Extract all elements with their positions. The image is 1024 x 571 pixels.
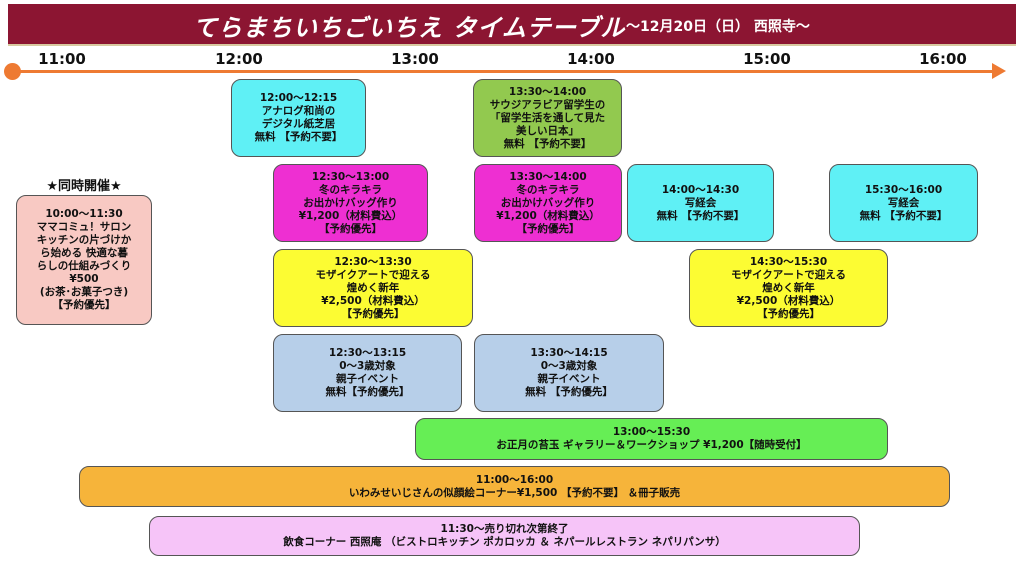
- event-line: 写経会: [684, 196, 717, 209]
- event-card-parent-child-1330: 13:30〜14:15 0〜3歳対象 親子イベント 無料 【予約優先】: [474, 334, 664, 412]
- event-price: ¥500: [69, 273, 99, 285]
- event-card-digital-kamishibai: 12:00〜12:15 アナログ和尚の デジタル紙芝居 無料 【予約不要】: [231, 79, 366, 157]
- event-line: モザイクアートで迎える: [731, 268, 846, 281]
- event-time: 12:30〜13:30: [334, 255, 412, 268]
- event-time: 10:00〜11:30: [45, 208, 123, 220]
- event-line: 煌めく新年: [762, 281, 815, 294]
- header-banner: てらまちいちごいちえ タイムテーブル 〜12月20日（日） 西照寺〜: [8, 4, 1016, 46]
- event-reservation: 無料 【予約不要】: [254, 131, 343, 143]
- time-tick-1500: 15:00: [743, 50, 791, 68]
- event-line: アナログ和尚の: [261, 105, 336, 117]
- time-tick-1300: 13:00: [391, 50, 439, 68]
- event-line: 冬のキラキラ: [319, 183, 382, 196]
- time-tick-1100: 11:00: [38, 50, 86, 68]
- event-reservation: 【予約優先】: [52, 299, 116, 311]
- event-reservation: 【予約優先】: [319, 222, 382, 235]
- event-line: (お茶･お菓子つき): [39, 286, 129, 298]
- event-line: 0〜3歳対象: [339, 360, 396, 372]
- event-line: サウジアラビア留学生の: [489, 98, 606, 111]
- event-price: ¥2,500（材料費込）: [736, 294, 841, 307]
- timeline-axis: [12, 70, 1000, 73]
- event-card-moss-ball-gallery: 13:00〜15:30 お正月の苔玉 ギャラリー＆ワークショップ ¥1,200【…: [415, 418, 888, 460]
- event-line: ら始める 快適な暮: [40, 247, 128, 259]
- event-line: お正月の苔玉 ギャラリー＆ワークショップ ¥1,200【随時受付】: [496, 439, 807, 451]
- event-time: 12:00〜12:15: [259, 92, 338, 104]
- event-reservation: 無料 【予約不要】: [859, 209, 948, 222]
- event-line: 親子イベント: [336, 373, 399, 385]
- event-card-sutra-copying-1530: 15:30〜16:00 写経会 無料 【予約不要】: [829, 164, 978, 242]
- event-time: 11:30〜売り切れ次第終了: [440, 523, 569, 535]
- event-line: デジタル紙芝居: [261, 118, 336, 130]
- event-card-saudi-student-talk: 13:30〜14:00 サウジアラビア留学生の 「留学生活を通して見た 美しい日…: [473, 79, 622, 157]
- event-line: 親子イベント: [537, 373, 601, 385]
- event-price: ¥1,200（材料費込）: [298, 209, 403, 222]
- time-tick-1400: 14:00: [567, 50, 615, 68]
- event-card-sutra-copying-1400: 14:00〜14:30 写経会 無料 【予約不要】: [627, 164, 774, 242]
- event-reservation: 無料 【予約優先】: [525, 386, 613, 398]
- event-card-bag-workshop-1230: 12:30〜13:00 冬のキラキラ お出かけバッグ作り ¥1,200（材料費込…: [273, 164, 428, 242]
- event-time: 15:30〜16:00: [864, 183, 943, 196]
- event-line: 0〜3歳対象: [540, 360, 598, 372]
- timeline-arrowhead: [992, 63, 1006, 79]
- event-line: 飲食コーナー 西照庵 （ビストロキッチン ポカロッカ ＆ ネパールレストラン ネ…: [283, 536, 726, 548]
- event-reservation: 【予約優先】: [757, 307, 820, 320]
- event-time: 13:30〜14:00: [509, 170, 587, 183]
- page-subtitle: 〜12月20日（日） 西照寺〜: [626, 19, 810, 35]
- event-time: 12:30〜13:15: [328, 347, 407, 359]
- event-line: お出かけバッグ作り: [303, 196, 398, 209]
- event-card-mosaic-art-1430: 14:30〜15:30 モザイクアートで迎える 煌めく新年 ¥2,500（材料費…: [689, 249, 888, 327]
- event-line: 煌めく新年: [346, 281, 400, 294]
- event-reservation: 無料 【予約不要】: [503, 137, 592, 150]
- event-line: お出かけバッグ作り: [500, 196, 596, 209]
- page-title: てらまちいちごいちえ タイムテーブル: [193, 14, 626, 42]
- event-line: モザイクアートで迎える: [315, 268, 431, 281]
- event-line: 冬のキラキラ: [516, 183, 580, 196]
- event-time: 14:00〜14:30: [661, 183, 740, 196]
- concurrent-event-label: ★同時開催★: [46, 179, 122, 194]
- event-time: 13:30〜14:00: [508, 85, 587, 98]
- time-tick-1200: 12:00: [215, 50, 263, 68]
- event-time: 14:30〜15:30: [749, 255, 828, 268]
- event-line: いわみせいじさんの似顔絵コーナー¥1,500 【予約不要】 ＆冊子販売: [348, 486, 681, 499]
- event-line: らしの仕組みづくり: [36, 260, 132, 272]
- event-time: 13:30〜14:15: [530, 347, 608, 359]
- event-card-food-corner: 11:30〜売り切れ次第終了 飲食コーナー 西照庵 （ビストロキッチン ポカロッ…: [149, 516, 860, 556]
- event-time: 13:00〜15:30: [612, 426, 691, 438]
- event-price: ¥2,500（材料費込）: [321, 294, 425, 307]
- event-card-bag-workshop-1330: 13:30〜14:00 冬のキラキラ お出かけバッグ作り ¥1,200（材料費込…: [474, 164, 622, 242]
- event-line: 「留学生活を通して見た: [489, 111, 606, 124]
- event-line: 写経会: [887, 196, 920, 209]
- event-card-mosaic-art-1230: 12:30〜13:30 モザイクアートで迎える 煌めく新年 ¥2,500（材料費…: [273, 249, 473, 327]
- event-card-portrait-corner: 11:00〜16:00 いわみせいじさんの似顔絵コーナー¥1,500 【予約不要…: [79, 466, 950, 507]
- event-reservation: 【予約優先】: [516, 222, 580, 235]
- timeline-start-dot: [4, 63, 21, 80]
- time-tick-1600: 16:00: [919, 50, 967, 68]
- event-reservation: 【予約優先】: [341, 307, 405, 320]
- event-price: ¥1,200（材料費込）: [496, 209, 600, 222]
- event-reservation: 無料 【予約不要】: [656, 209, 745, 222]
- event-reservation: 無料【予約優先】: [325, 386, 410, 398]
- event-line: 美しい日本」: [516, 124, 579, 137]
- event-card-parent-child-1230: 12:30〜13:15 0〜3歳対象 親子イベント 無料【予約優先】: [273, 334, 462, 412]
- event-card-mamacomu-salon: 10:00〜11:30 ママコミュ！サロン キッチンの片づけか ら始める 快適な…: [16, 195, 152, 325]
- event-line: キッチンの片づけか: [36, 234, 132, 246]
- event-line: ママコミュ！サロン: [36, 221, 132, 233]
- event-time: 11:00〜16:00: [475, 473, 554, 486]
- event-time: 12:30〜13:00: [311, 170, 390, 183]
